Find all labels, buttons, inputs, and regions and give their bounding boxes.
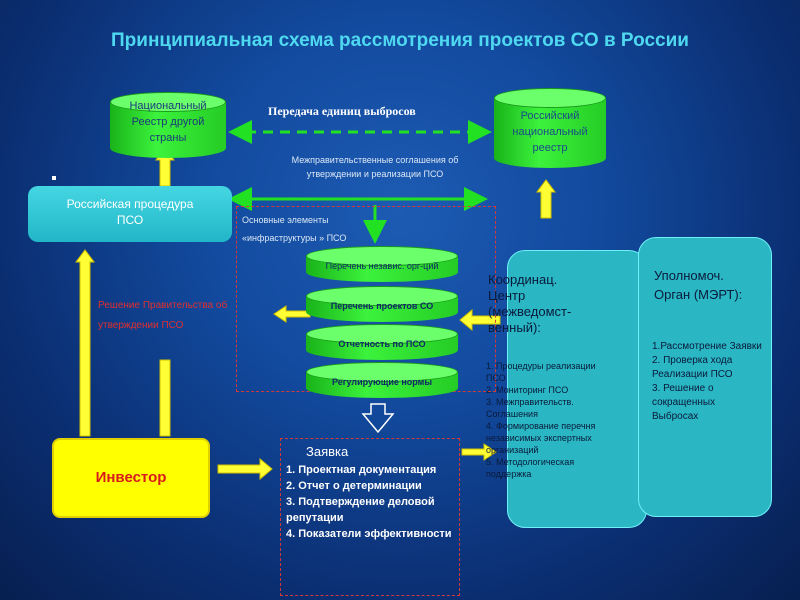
authorized-body-list: 1.Рассмотрение Заявки 2. Проверка хода Р…: [652, 340, 762, 424]
application-frame: [280, 438, 460, 596]
bullet-dot: [52, 176, 56, 180]
stack-co-projects: Перечень проектов СО: [306, 286, 458, 322]
coordination-center-box: [507, 250, 647, 528]
arrow-investor-to-stack: [159, 359, 171, 437]
infrastructure-label: Основные элементы «инфраструктуры » ПСО: [242, 215, 347, 243]
coordination-item: 1. Процедуры реализации ПСО: [486, 361, 596, 383]
russian-national-registry: Российский национальный реестр: [494, 88, 606, 168]
arrow-up-from-investor: [75, 249, 95, 437]
coordination-item: 5. Методологическая поддержка: [486, 457, 575, 479]
authorized-body-item: 3. Решение о сокращенных Выбросах: [652, 383, 716, 422]
authorized-body-title: Уполномоч. Орган (МЭРТ):: [654, 268, 743, 302]
coordination-item: 2. Мониторинг ПСО: [486, 385, 569, 395]
application-title: Заявка: [306, 444, 349, 459]
authorized-body-box: [638, 237, 772, 517]
arrow-investor-to-application: [217, 457, 273, 481]
national-registry-other-country: Национальный Реестр другой страны: [110, 92, 226, 158]
arrow-stack-to-application: [361, 403, 395, 434]
coordination-list: 1. Процедуры реализации ПСО 2. Мониторин…: [486, 360, 612, 480]
investor-box: Инвестор: [52, 438, 210, 518]
arrow-application-to-coord: [461, 443, 497, 461]
stack-reporting: Отчетность по ПСО: [306, 324, 458, 360]
application-item: 1. Проектная документация: [286, 464, 437, 476]
application-item: 4. Показатели эффективности: [286, 528, 452, 540]
government-decision-label: Решение Правительства об утверждении ПСО: [98, 300, 228, 331]
application-item: 3. Подтверждение деловой репутации: [286, 496, 435, 524]
application-item: 2. Отчет о детерминации: [286, 480, 422, 492]
page-title: Принципиальная схема рассмотрения проект…: [111, 30, 689, 51]
intergov-label: Межправительственные соглашения об утвер…: [291, 155, 459, 179]
transfer-label: Передача единиц выбросов: [268, 104, 416, 118]
coordination-item: 3. Межправительств. Соглашения: [486, 397, 574, 419]
arrow-left-from-stack: [273, 305, 311, 323]
coordination-item: 4. Формирование перечня независимых эксп…: [486, 421, 596, 455]
arrow-up-to-russian-registry: [536, 179, 556, 219]
application-list: 1. Проектная документация 2. Отчет о дет…: [286, 462, 456, 542]
stack-regulations: Регулирующие нормы: [306, 362, 458, 398]
coordination-title: Координац. Центр (межведомст-венный):: [488, 272, 572, 335]
russian-procedure-box: Российская процедура ПСО: [28, 186, 232, 242]
authorized-body-item: 2. Проверка хода Реализации ПСО: [652, 355, 733, 380]
stack-independent-orgs: Перечень независ. орг-ций: [306, 246, 458, 282]
authorized-body-item: 1.Рассмотрение Заявки: [652, 341, 762, 352]
